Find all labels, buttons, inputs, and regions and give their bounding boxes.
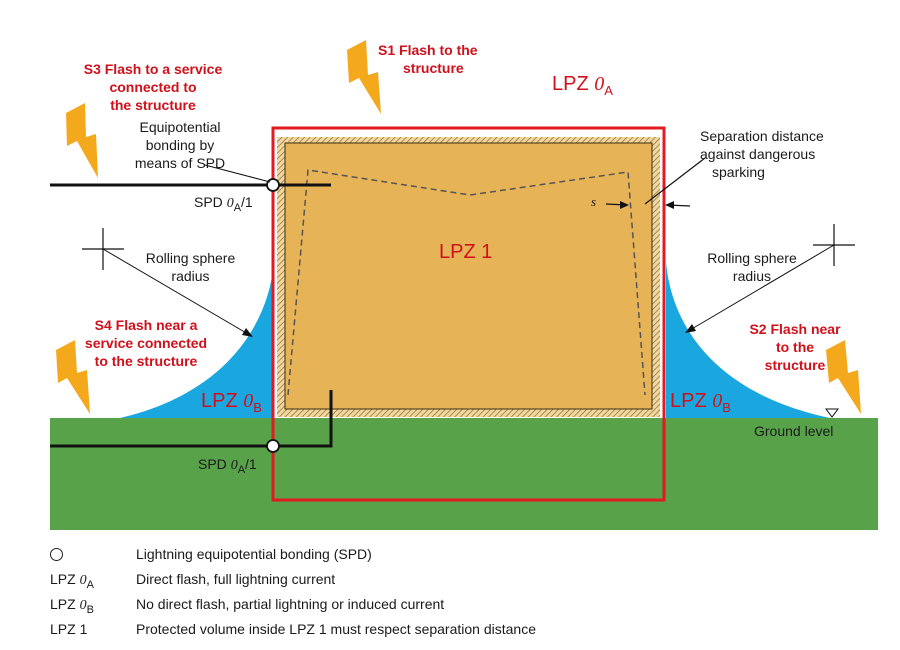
spd-lower-digit: 0 xyxy=(230,458,238,473)
lpz0b-right-digit: 0 xyxy=(712,390,723,412)
legend-key-lpz0b: LPZ 0B xyxy=(50,596,130,616)
s4-text-line2: service connected xyxy=(84,335,208,351)
lpz0b-right-zone-label: LPZ 0B xyxy=(670,390,731,415)
lpz0a-digit: 0 xyxy=(594,73,605,95)
equipotential-bonding-label: Equipotential bonding by means of SPD xyxy=(120,118,240,172)
legend-desc-spd: Lightning equipotential bonding (SPD) xyxy=(136,546,372,562)
lpz0a-sub: A xyxy=(604,83,613,98)
s2-text-line2: to the xyxy=(775,339,815,355)
spd-lower-label: SPD 0A/1 xyxy=(198,455,257,479)
rolling-radius-left xyxy=(102,248,249,335)
s3-text-line2: connected to xyxy=(109,79,197,95)
s4-label: S4 Flash near a service connected to the… xyxy=(66,316,226,370)
lpz0a-zone-label: LPZ 0A xyxy=(552,73,613,98)
legend-lpz0b-digit: 0 xyxy=(79,598,87,613)
legend-desc-lpz0b: No direct flash, partial lightning or in… xyxy=(136,596,445,612)
equipotential-line3: means of SPD xyxy=(134,155,226,171)
separation-arrowhead-left xyxy=(620,201,629,209)
lpz0b-left-prefix: LPZ xyxy=(201,390,238,412)
spd-lower-prefix: SPD xyxy=(198,456,227,472)
legend-key-lpz0a: LPZ 0A xyxy=(50,571,130,591)
ground-level-label: Ground level xyxy=(754,423,834,439)
s3-text-line3: the structure xyxy=(110,97,196,113)
rolling-left-line1: Rolling sphere xyxy=(145,250,236,266)
legend-circle-icon xyxy=(50,548,63,561)
ground-area xyxy=(50,418,878,530)
legend-desc-lpz0a: Direct flash, full lightning current xyxy=(136,571,336,587)
s1-text-line1: Flash to the xyxy=(399,42,478,58)
ground-level-marker xyxy=(825,408,839,418)
lpz0b-left-sub: B xyxy=(253,400,262,415)
s4-id: S4 xyxy=(94,317,112,333)
lpz1-zone-label: LPZ 1 xyxy=(439,241,493,263)
separation-dashed-line xyxy=(287,169,646,396)
s2-id: S2 xyxy=(749,321,767,337)
lpz1-boundary xyxy=(271,126,666,502)
lpz0b-left-zone-label: LPZ 0B xyxy=(201,390,262,415)
service-line-lower xyxy=(50,390,333,448)
s1-text-line2: structure xyxy=(403,60,464,76)
s4-lightning-bolt-icon xyxy=(56,340,90,414)
lpz0b-left-digit: 0 xyxy=(243,390,254,412)
rolling-left-line2: radius xyxy=(171,268,210,284)
separation-line3: sparking xyxy=(712,164,765,180)
rolling-radius-right xyxy=(689,244,835,331)
separation-line2: against dangerous xyxy=(700,146,816,162)
lpz0a-prefix: LPZ xyxy=(552,73,589,95)
s1-label: S1 Flash to the structure xyxy=(378,41,498,77)
lpz0b-right-sub: B xyxy=(722,400,731,415)
s2-text-line1: Flash near xyxy=(770,321,841,337)
legend-key-circle xyxy=(50,546,130,564)
s3-lightning-bolt-icon xyxy=(66,103,98,178)
legend-lpz0b-sub: B xyxy=(86,603,94,616)
lpz0b-right-prefix: LPZ xyxy=(670,390,707,412)
lpz0b-right-region xyxy=(666,262,830,418)
spd-lower-circle xyxy=(266,439,280,453)
spd-upper-circle xyxy=(266,178,280,192)
s1-id: S1 xyxy=(378,42,396,58)
legend-lpz0a-digit: 0 xyxy=(79,573,87,588)
equipotential-line2: bonding by xyxy=(145,137,215,153)
s2-lightning-bolt-icon xyxy=(826,340,861,414)
rolling-radius-left-arrowhead xyxy=(242,328,253,337)
s4-text-line3: to the structure xyxy=(94,353,198,369)
separation-line1: Separation distance xyxy=(700,128,824,144)
separation-arrowhead-right xyxy=(665,201,674,209)
legend-lpz0a-sub: A xyxy=(86,578,94,591)
spd-upper-digit: 0 xyxy=(226,196,234,211)
rolling-sphere-left-label: Rolling sphere radius xyxy=(138,249,243,285)
spd-upper-prefix: SPD xyxy=(194,194,223,210)
legend-lpz0a-prefix: LPZ xyxy=(50,571,76,587)
rolling-radius-right-arrowhead xyxy=(685,324,696,333)
s3-id: S3 xyxy=(83,61,101,77)
structure-interior xyxy=(284,142,653,410)
spd-lower-suffix: /1 xyxy=(245,456,257,472)
s2-text-line3: structure xyxy=(764,357,826,373)
separation-symbol: s xyxy=(591,194,597,209)
spd-upper-suffix: /1 xyxy=(241,194,253,210)
s2-label: S2 Flash near to the structure xyxy=(740,320,850,374)
spd-lower-sub: A xyxy=(237,463,246,476)
rolling-sphere-right-label: Rolling sphere radius xyxy=(697,249,807,285)
legend-key-lpz1: LPZ 1 xyxy=(50,621,88,637)
lpz0b-left-region xyxy=(120,262,274,418)
s4-text-line1: Flash near a xyxy=(115,317,198,333)
spd-upper-sub: A xyxy=(233,201,242,214)
separation-leader-line xyxy=(644,157,706,205)
equipotential-line1: Equipotential xyxy=(139,119,221,135)
legend-lpz0b-prefix: LPZ xyxy=(50,596,76,612)
equipotential-leader-line xyxy=(204,164,271,183)
rolling-right-line1: Rolling sphere xyxy=(707,250,797,266)
s1-lightning-bolt-icon xyxy=(347,40,381,114)
separation-distance-label: Separation distance against dangerous sp… xyxy=(700,127,860,181)
rolling-right-line2: radius xyxy=(732,268,772,284)
s3-text-line1: Flash to a service xyxy=(104,61,223,77)
spd-upper-label: SPD 0A/1 xyxy=(194,193,253,217)
s3-label: S3 Flash to a service connected to the s… xyxy=(73,60,233,114)
legend-desc-lpz1: Protected volume inside LPZ 1 must respe… xyxy=(136,621,536,637)
